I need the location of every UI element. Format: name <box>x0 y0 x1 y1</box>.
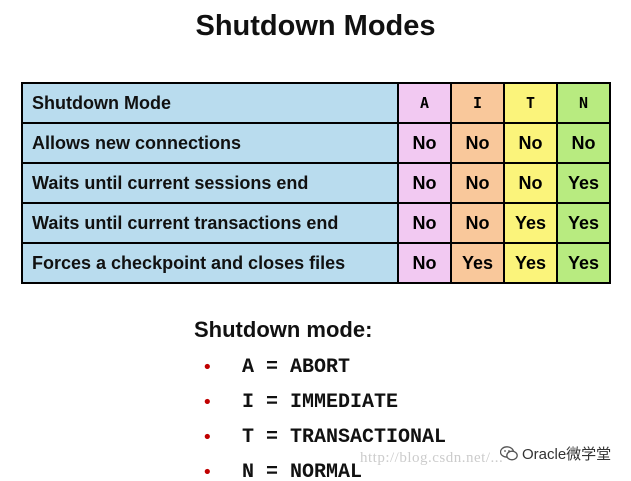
row-label: Waits until current transactions end <box>21 202 399 244</box>
table-cell: No <box>450 162 505 204</box>
list-item: • A = ABORT <box>202 350 446 385</box>
column-header-t: T <box>503 82 558 124</box>
bullet-icon: • <box>202 357 213 378</box>
watermark-text: Oracle微学堂 <box>522 446 612 463</box>
table-row: Allows new connections No No No No <box>21 122 611 164</box>
table-cell: No <box>397 122 452 164</box>
list-item: • T = TRANSACTIONAL <box>202 420 446 455</box>
table-row: Forces a checkpoint and closes files No … <box>21 242 611 284</box>
table-cell: No <box>397 202 452 244</box>
row-label: Forces a checkpoint and closes files <box>21 242 399 284</box>
wechat-icon <box>500 446 518 461</box>
table-cell: Yes <box>556 162 611 204</box>
table-cell: Yes <box>450 242 505 284</box>
table-cell: No <box>397 162 452 204</box>
column-header-i: I <box>450 82 505 124</box>
column-header-n: N <box>556 82 611 124</box>
table-cell: Yes <box>556 202 611 244</box>
table-cell: No <box>503 162 558 204</box>
header-label: Shutdown Mode <box>21 82 399 124</box>
table-cell: No <box>503 122 558 164</box>
bullet-icon: • <box>202 462 213 481</box>
shutdown-modes-table: Shutdown Mode A I T N Allows new connect… <box>21 82 611 284</box>
list-item: • N = NORMAL <box>202 455 446 481</box>
list-item: • I = IMMEDIATE <box>202 385 446 420</box>
legend-list: • A = ABORT • I = IMMEDIATE • T = TRANSA… <box>202 350 446 481</box>
table-cell: No <box>450 122 505 164</box>
table-cell: Yes <box>503 202 558 244</box>
row-label: Waits until current sessions end <box>21 162 399 204</box>
legend-item-text: I = IMMEDIATE <box>242 391 399 414</box>
legend-item-text: N = NORMAL <box>242 461 363 481</box>
column-header-a: A <box>397 82 452 124</box>
watermark: Oracle微学堂 <box>500 443 611 464</box>
table-header-row: Shutdown Mode A I T N <box>21 82 611 124</box>
row-label: Allows new connections <box>21 122 399 164</box>
table-cell: No <box>556 122 611 164</box>
table-cell: Yes <box>556 242 611 284</box>
legend-title: Shutdown mode: <box>194 317 373 342</box>
table-cell: No <box>450 202 505 244</box>
table-cell: No <box>397 242 452 284</box>
bullet-icon: • <box>202 392 213 413</box>
page-title: Shutdown Modes <box>195 10 436 42</box>
watermark-url: http://blog.csdn.net/... <box>360 450 504 466</box>
legend-item-text: T = TRANSACTIONAL <box>242 426 447 449</box>
bullet-icon: • <box>202 427 213 448</box>
table-row: Waits until current transactions end No … <box>21 202 611 244</box>
legend-item-text: A = ABORT <box>242 356 351 379</box>
table-cell: Yes <box>503 242 558 284</box>
table-row: Waits until current sessions end No No N… <box>21 162 611 204</box>
